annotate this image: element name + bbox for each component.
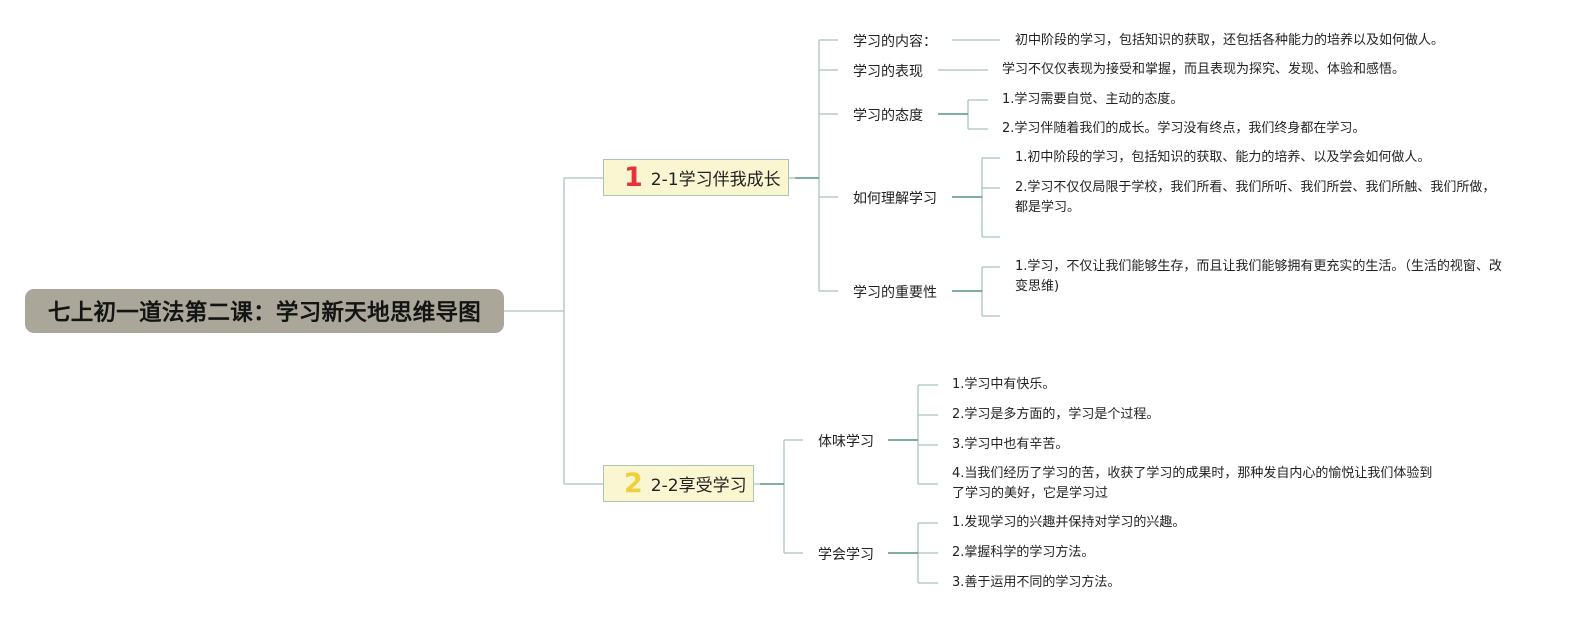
- leaf-experience-1[interactable]: 1.学习中有快乐。: [952, 375, 1055, 395]
- topic-understand-label: 如何理解学习: [853, 191, 937, 207]
- leaf-attitude-2[interactable]: 2.学习伴随着我们的成长。学习没有终点，我们终身都在学习。: [1002, 119, 1365, 139]
- branch-2-2-label: 2-2享受学习: [650, 476, 747, 496]
- leaf-experience-3[interactable]: 3.学习中也有辛苦。: [952, 435, 1068, 455]
- root-topic[interactable]: 七上初一道法第二课：学习新天地思维导图: [25, 289, 504, 333]
- leaf-experience-3-text: 3.学习中也有辛苦。: [952, 437, 1069, 452]
- leaf-learn-2-text: 2.掌握科学的学习方法。: [952, 545, 1095, 560]
- leaf-understand-1[interactable]: 1.初中阶段的学习，包括知识的获取、能力的培养、以及学会如何做人。: [1015, 148, 1430, 168]
- leaf-expression-1-text: 学习不仅仅表现为接受和掌握，而且表现为探究、发现、体验和感悟。: [1002, 62, 1406, 77]
- leaf-content-1[interactable]: 初中阶段的学习，包括知识的获取，还包括各种能力的培养以及如何做人。: [1015, 31, 1444, 51]
- topic-experience-label: 体味学习: [818, 434, 874, 450]
- leaf-experience-2-text: 2.学习是多方面的，学习是个过程。: [952, 407, 1160, 422]
- branch-2-2[interactable]: 2 2-2享受学习: [603, 465, 754, 502]
- topic-learn-label: 学会学习: [818, 547, 874, 563]
- leaf-importance-1-text: 1.学习，不仅让我们能够生存，而且让我们能够拥有更充实的生活。（生活的视窗、改变…: [1015, 259, 1502, 294]
- leaf-understand-2[interactable]: 2.学习不仅仅局限于学校，我们所看、我们所听、我们所尝、我们所触、我们所做，都是…: [1015, 178, 1503, 218]
- leaf-experience-4[interactable]: 4.当我们经历了学习的苦，收获了学习的成果时，那种发自内心的愉悦让我们体验到了学…: [952, 464, 1436, 504]
- leaf-experience-1-text: 1.学习中有快乐。: [952, 377, 1056, 392]
- topic-content-label: 学习的内容：: [853, 34, 937, 50]
- topic-importance-label: 学习的重要性: [853, 285, 937, 301]
- topic-experience[interactable]: 体味学习: [818, 431, 874, 451]
- leaf-importance-1[interactable]: 1.学习，不仅让我们能够生存，而且让我们能够拥有更充实的生活。（生活的视窗、改变…: [1015, 257, 1503, 297]
- root-topic-label: 七上初一道法第二课：学习新天地思维导图: [47, 300, 482, 326]
- topic-expression-label: 学习的表现: [853, 64, 923, 80]
- topic-content[interactable]: 学习的内容：: [853, 31, 937, 51]
- leaf-attitude-1[interactable]: 1.学习需要自觉、主动的态度。: [1002, 90, 1183, 110]
- leaf-learn-1[interactable]: 1.发现学习的兴趣并保持对学习的兴趣。: [952, 513, 1185, 533]
- leaf-learn-2[interactable]: 2.掌握科学的学习方法。: [952, 543, 1094, 563]
- topic-learn[interactable]: 学会学习: [818, 544, 874, 564]
- topic-attitude-label: 学习的态度: [853, 108, 923, 124]
- topic-understand[interactable]: 如何理解学习: [853, 188, 937, 208]
- branch-2-2-number-marker: 2: [624, 468, 643, 499]
- topic-attitude[interactable]: 学习的态度: [853, 105, 923, 125]
- leaf-attitude-1-text: 1.学习需要自觉、主动的态度。: [1002, 92, 1184, 107]
- leaf-understand-2-text: 2.学习不仅仅局限于学校，我们所看、我们所听、我们所尝、我们所触、我们所做，都是…: [1015, 180, 1496, 215]
- leaf-learn-3-text: 3.善于运用不同的学习方法。: [952, 575, 1121, 590]
- leaf-learn-3[interactable]: 3.善于运用不同的学习方法。: [952, 573, 1120, 593]
- leaf-experience-2[interactable]: 2.学习是多方面的，学习是个过程。: [952, 405, 1159, 425]
- leaf-learn-1-text: 1.发现学习的兴趣并保持对学习的兴趣。: [952, 515, 1186, 530]
- topic-expression[interactable]: 学习的表现: [853, 61, 923, 81]
- leaf-understand-1-text: 1.初中阶段的学习，包括知识的获取、能力的培养、以及学会如何做人。: [1015, 150, 1431, 165]
- leaf-attitude-2-text: 2.学习伴随着我们的成长。学习没有终点，我们终身都在学习。: [1002, 121, 1366, 136]
- leaf-content-1-text: 初中阶段的学习，包括知识的获取，还包括各种能力的培养以及如何做人。: [1015, 33, 1445, 48]
- branch-2-1[interactable]: 1 2-1学习伴我成长: [603, 159, 789, 196]
- leaf-experience-4-text: 4.当我们经历了学习的苦，收获了学习的成果时，那种发自内心的愉悦让我们体验到了学…: [952, 466, 1433, 501]
- leaf-expression-1[interactable]: 学习不仅仅表现为接受和掌握，而且表现为探究、发现、体验和感悟。: [1002, 60, 1405, 80]
- topic-importance[interactable]: 学习的重要性: [853, 282, 937, 302]
- branch-2-1-label: 2-1学习伴我成长: [650, 170, 781, 190]
- branch-2-1-number-marker: 1: [624, 162, 643, 193]
